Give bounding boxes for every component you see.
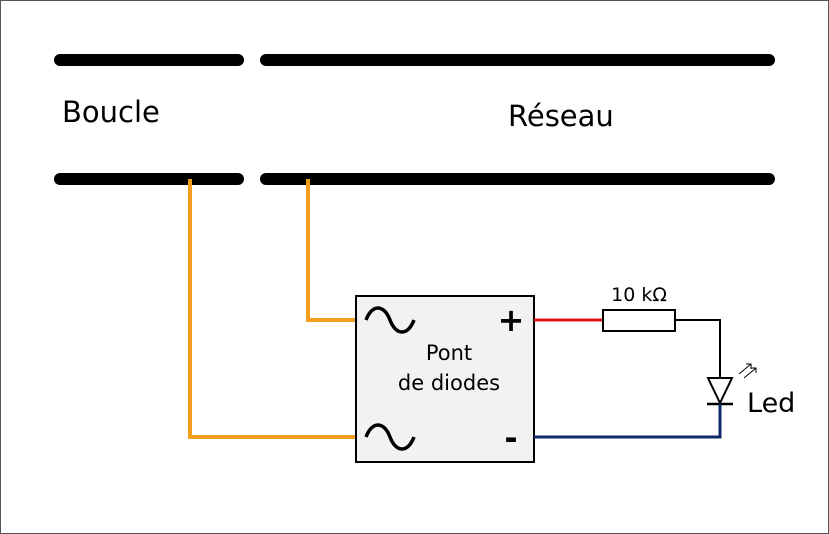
- ac-input-top-icon: [364, 306, 416, 334]
- reseau-label: Réseau: [508, 99, 614, 133]
- resistor-label: 10 kΩ: [611, 284, 667, 306]
- led-triangle: [706, 377, 734, 406]
- ac-input-bottom-icon: [364, 423, 416, 451]
- resistor: [602, 309, 676, 332]
- resistor-to-led-wire: [675, 319, 721, 378]
- negative-wire: [534, 404, 722, 439]
- led-light-arrows-icon: [738, 363, 757, 379]
- minus-terminal-label: -: [504, 419, 517, 457]
- bridge-label-line1: Pont: [426, 341, 472, 365]
- plus-terminal-label: +: [498, 301, 525, 339]
- bridge-label-line2: de diodes: [398, 371, 500, 395]
- boucle-label: Boucle: [62, 95, 160, 129]
- diode-bridge-box: [355, 295, 535, 463]
- boucle-ac-wire: [188, 179, 356, 439]
- reseau-ac-wire: [306, 179, 356, 322]
- led-label: Led: [747, 388, 795, 419]
